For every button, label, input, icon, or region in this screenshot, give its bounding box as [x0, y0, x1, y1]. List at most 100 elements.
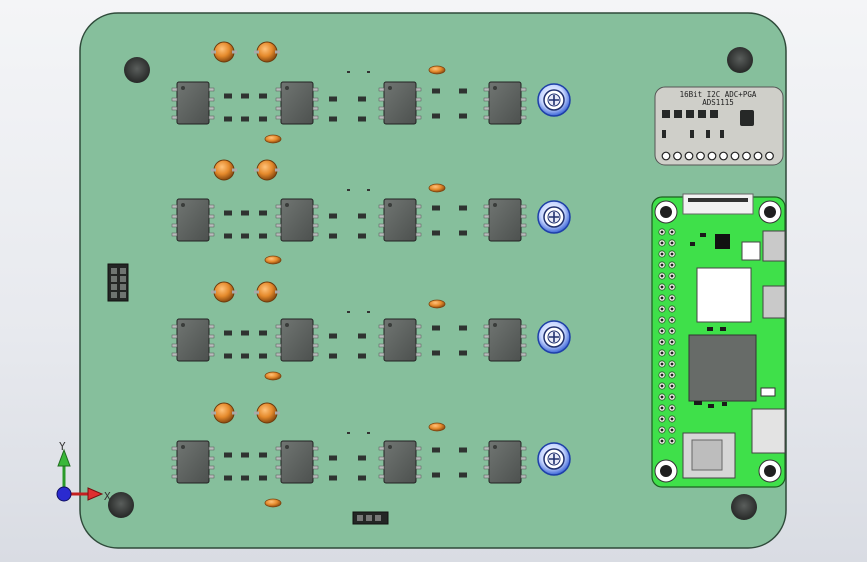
origin-icon — [56, 486, 72, 502]
trimmer-potentiometer[interactable] — [537, 200, 571, 234]
op-amp-chip[interactable] — [171, 440, 215, 484]
smd-resistor — [259, 475, 267, 481]
smd-resistor — [432, 350, 440, 356]
hdmi-port[interactable] — [751, 408, 786, 454]
smd-marker — [347, 71, 350, 73]
soc-chip — [688, 334, 757, 402]
op-amp-chip[interactable] — [275, 198, 319, 242]
x-axis-label: X — [104, 490, 111, 503]
bead-capacitor — [428, 183, 446, 193]
smd-resistor — [224, 210, 232, 216]
usb-port-data[interactable] — [762, 285, 786, 319]
op-amp-chip[interactable] — [378, 440, 422, 484]
smd-resistor — [224, 330, 232, 336]
y-axis-label: Y — [59, 440, 66, 453]
gpio-hole — [660, 439, 664, 443]
smd-resistor — [241, 116, 249, 122]
smd-marker — [367, 71, 370, 73]
smd-resistor — [224, 233, 232, 239]
gpio-hole — [660, 406, 664, 410]
smd-resistor — [259, 233, 267, 239]
adc-pin[interactable] — [707, 151, 717, 161]
gpio-hole — [670, 252, 674, 256]
smd-resistor — [459, 113, 467, 119]
smd-resistor — [358, 213, 366, 219]
gpio-hole — [660, 417, 664, 421]
gpio-hole — [670, 439, 674, 443]
op-amp-chip[interactable] — [171, 318, 215, 362]
gpio-hole — [670, 351, 674, 355]
adc-pin[interactable] — [661, 151, 671, 161]
smd-resistor — [432, 472, 440, 478]
left-pin-header[interactable] — [107, 263, 129, 302]
smd-resistor — [358, 353, 366, 359]
smd-resistor — [241, 93, 249, 99]
op-amp-chip[interactable] — [483, 81, 527, 125]
bottom-pin-header[interactable] — [352, 511, 389, 525]
adc-pin[interactable] — [730, 151, 740, 161]
channel-row-1[interactable] — [171, 41, 571, 144]
op-amp-chip[interactable] — [483, 318, 527, 362]
op-amp-chip[interactable] — [378, 81, 422, 125]
channel-row-3[interactable] — [171, 281, 571, 381]
adc-pin[interactable] — [696, 151, 705, 161]
smd-resistor — [459, 447, 467, 453]
smd-resistor — [329, 455, 337, 461]
op-amp-chip[interactable] — [378, 198, 422, 242]
op-amp-chip[interactable] — [171, 81, 215, 125]
gpio-hole — [660, 428, 664, 432]
adc-module[interactable]: 16Bit I2C ADC+PGA ADS1115 — [654, 86, 784, 166]
gpio-hole — [670, 329, 674, 333]
camera-connector[interactable] — [682, 193, 754, 215]
adc-pin[interactable] — [673, 151, 682, 161]
channel-row-4[interactable] — [171, 402, 571, 508]
smd-resistor — [224, 353, 232, 359]
smd-marker — [367, 311, 370, 313]
trimmer-potentiometer[interactable] — [537, 320, 571, 354]
op-amp-chip[interactable] — [483, 440, 527, 484]
channel-row-2[interactable] — [171, 159, 571, 265]
axis-triad: Y X — [56, 440, 111, 503]
adc-pin[interactable] — [742, 151, 751, 161]
smd-resistor — [241, 330, 249, 336]
smd-resistor — [358, 475, 366, 481]
smd-resistor — [432, 113, 440, 119]
op-amp-chip[interactable] — [275, 440, 319, 484]
bead-capacitor — [264, 498, 282, 508]
trimmer-potentiometer[interactable] — [537, 442, 571, 476]
gpio-hole — [670, 285, 674, 289]
trimmer-potentiometer[interactable] — [537, 83, 571, 117]
gpio-hole — [660, 285, 664, 289]
adc-pin[interactable] — [719, 151, 728, 161]
adc-pin[interactable] — [765, 151, 774, 161]
op-amp-chip[interactable] — [378, 318, 422, 362]
usb-port-power[interactable] — [762, 230, 786, 262]
raspberry-pi-board[interactable] — [651, 193, 786, 488]
smd-resistor — [241, 353, 249, 359]
adc-pin[interactable] — [753, 151, 763, 161]
op-amp-chip[interactable] — [275, 81, 319, 125]
adc-pin[interactable] — [684, 151, 694, 161]
smd-marker — [347, 189, 350, 191]
smd-resistor — [432, 205, 440, 211]
smd-resistor — [459, 472, 467, 478]
gpio-hole — [660, 307, 664, 311]
gpio-hole — [670, 241, 674, 245]
op-amp-chip[interactable] — [275, 318, 319, 362]
smd-resistor — [329, 475, 337, 481]
mounting-holes — [108, 47, 757, 520]
smd-resistor — [358, 96, 366, 102]
smd-resistor — [241, 475, 249, 481]
gpio-hole — [670, 318, 674, 322]
gpio-hole — [670, 263, 674, 267]
adc-title: 16Bit I2C ADC+PGA — [680, 90, 757, 99]
mounting-hole-icon — [731, 494, 757, 520]
bead-capacitor — [264, 134, 282, 144]
op-amp-chip[interactable] — [171, 198, 215, 242]
op-amp-chip[interactable] — [483, 198, 527, 242]
gpio-hole — [660, 384, 664, 388]
gpio-hole — [660, 241, 664, 245]
smd-marker — [367, 189, 370, 191]
smd-resistor — [259, 452, 267, 458]
